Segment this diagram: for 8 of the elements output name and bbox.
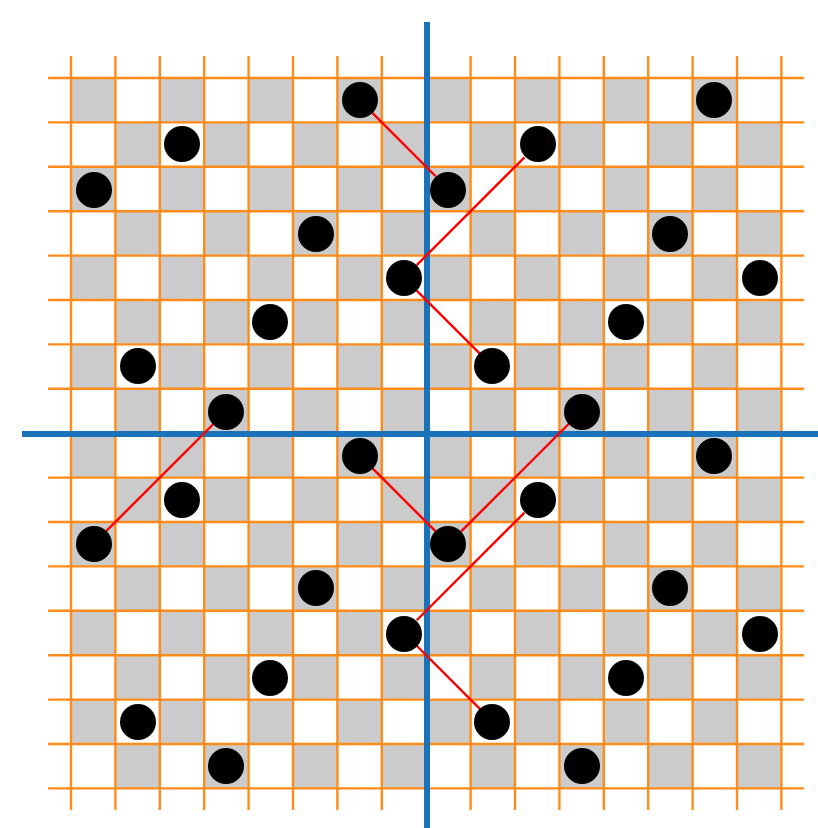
- connector-line: [415, 511, 526, 622]
- connector-line: [371, 112, 437, 178]
- connector-line: [460, 422, 570, 533]
- connector-line: [371, 467, 437, 533]
- connector-line: [415, 156, 526, 266]
- connector-line: [415, 644, 481, 710]
- connector-line: [415, 289, 481, 355]
- connector-line: [105, 422, 215, 533]
